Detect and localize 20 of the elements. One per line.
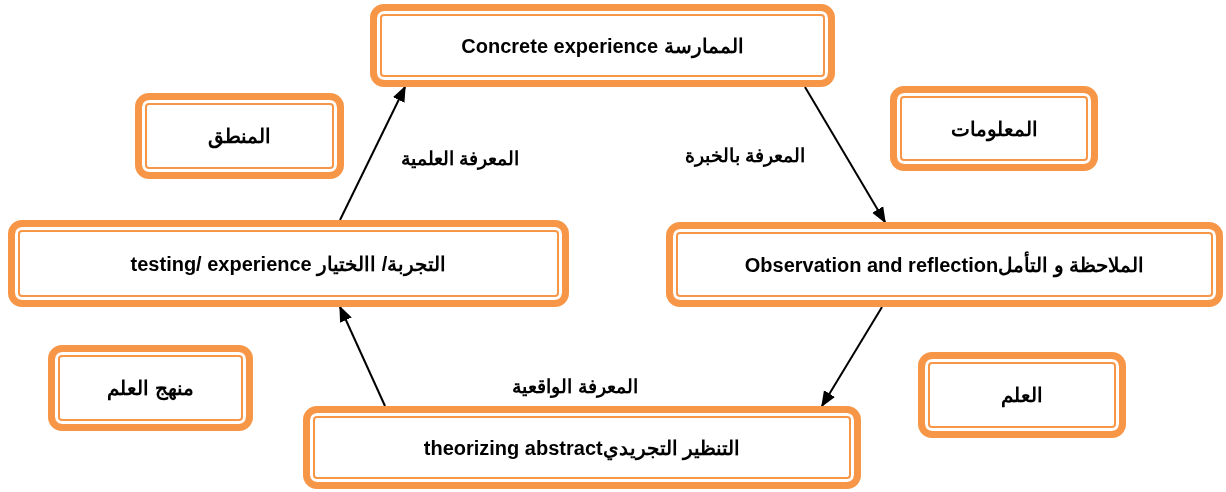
arrow (339, 85, 406, 221)
process-box (666, 222, 1223, 307)
process-box (303, 406, 861, 489)
process-box (48, 345, 253, 431)
box-label: التجربة/ االختيار testing/ experience (130, 251, 447, 276)
arrow (804, 86, 886, 224)
box-label: الملاحظة و التأملObservation and reflection (744, 252, 1145, 277)
process-box (135, 93, 344, 179)
box-label: الممارسة Concrete experience (461, 33, 744, 58)
box-label: المنطق (208, 124, 271, 148)
box-label: المعلومات (950, 116, 1038, 141)
process-box (890, 86, 1098, 171)
process-box (370, 4, 835, 87)
box-label: العلم (1001, 383, 1043, 407)
arrow (821, 306, 883, 408)
process-box (8, 220, 569, 307)
process-box (918, 352, 1126, 438)
arrow (339, 305, 386, 407)
box-label: التنظير التجريديtheorizing abstract (423, 435, 741, 460)
box-label: منهج العلم (107, 376, 194, 400)
